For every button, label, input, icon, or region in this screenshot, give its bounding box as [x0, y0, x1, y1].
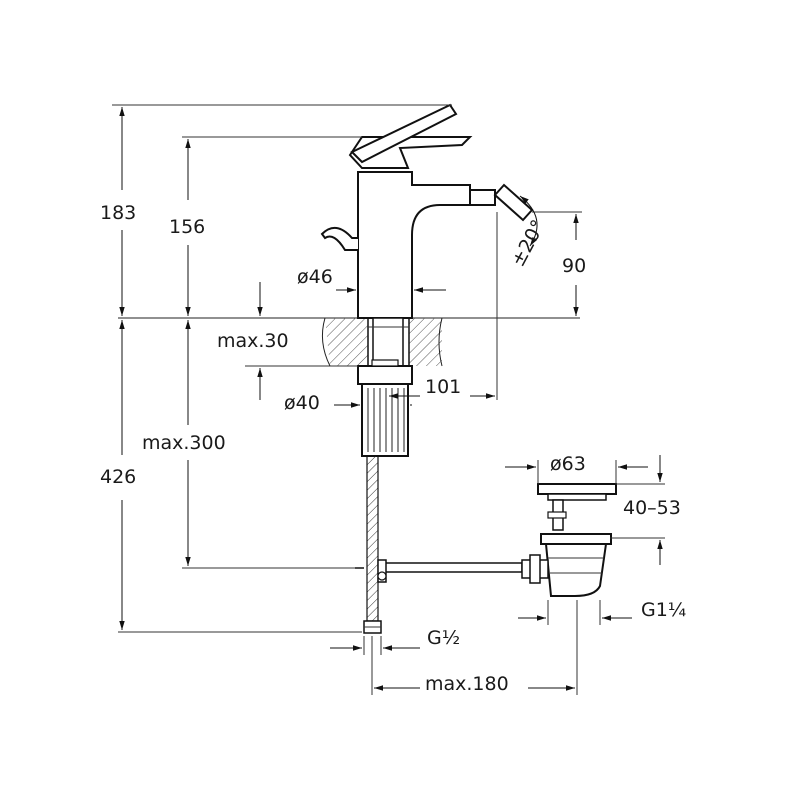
dim-156: 156	[169, 216, 205, 238]
extension-lines	[112, 104, 665, 695]
dim-183: 183	[100, 202, 136, 224]
dim-max-30: max.30	[217, 330, 289, 352]
dim-max-180: max.180	[425, 673, 509, 695]
dim-max-300: max.300	[142, 432, 226, 454]
dim-426: 426	[100, 466, 136, 488]
countertop	[118, 317, 580, 367]
dimension-lines	[119, 107, 663, 691]
dim-diameter-63: ø63	[550, 453, 586, 475]
pop-up-waste	[521, 483, 617, 597]
dim-diameter-46: ø46	[297, 266, 333, 288]
dimension-labels: 183 156 90 ±20° ø46 max.30 ø40 101 max.3…	[100, 202, 686, 695]
dim-g1-quarter: G1¼	[641, 599, 686, 621]
dim-g-half: G½	[427, 627, 460, 649]
dim-angle: ±20°	[507, 216, 550, 270]
dim-diameter-40: ø40	[284, 392, 320, 414]
dim-101: 101	[425, 376, 461, 398]
dim-40-53: 40–53	[623, 497, 681, 519]
faucet	[320, 103, 534, 634]
dim-90: 90	[562, 255, 586, 277]
